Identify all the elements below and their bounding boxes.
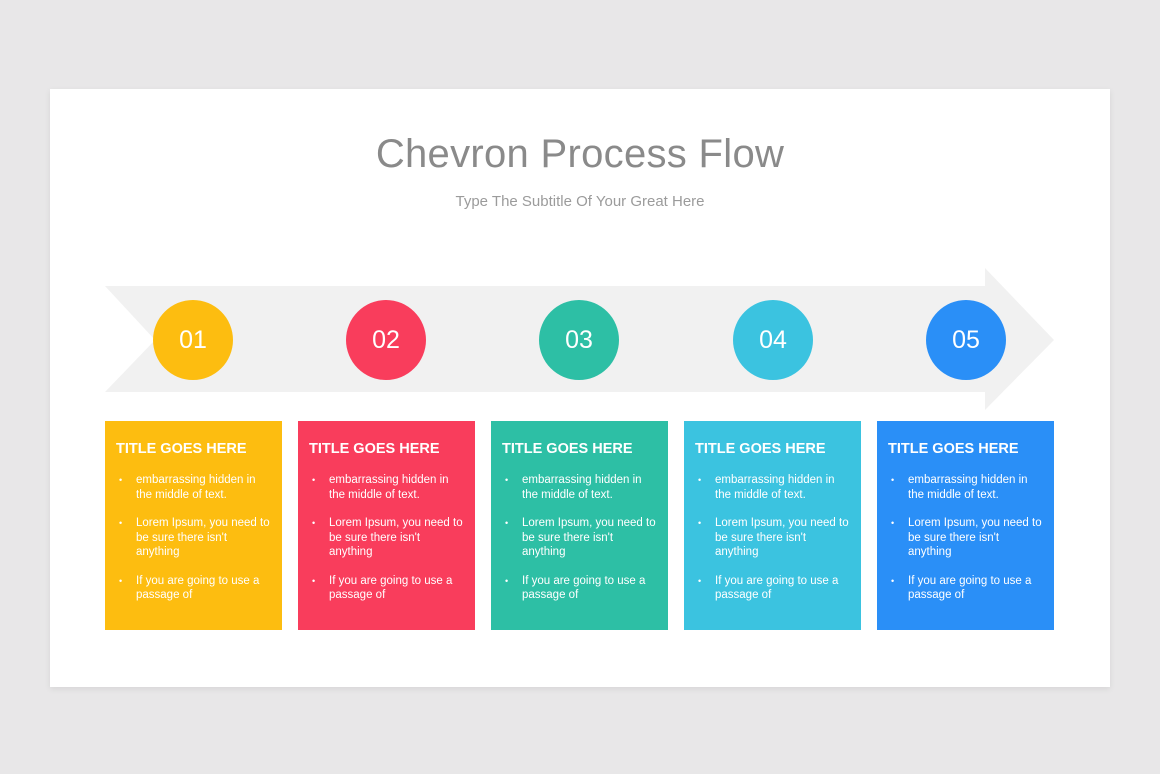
step-4-bullet-list: • embarrassing hidden in the middle of te… (695, 473, 851, 603)
step-5-title: TITLE GOES HERE (888, 441, 1019, 457)
bullet-text: If you are going to use a passage of (522, 574, 646, 602)
step-2-title: TITLE GOES HERE (309, 441, 440, 457)
list-item: • Lorem Ipsum, you need to be sure there … (888, 516, 1044, 560)
step-5-bullet-list: • embarrassing hidden in the middle of te… (888, 473, 1044, 603)
step-5-number: 05 (952, 326, 980, 354)
step-4-card: TITLE GOES HERE • embarrassing hidden in … (684, 421, 861, 630)
step-3-circle: 03 (539, 300, 619, 380)
list-item: • If you are going to use a passage of (309, 574, 465, 603)
step-1-number: 01 (179, 326, 207, 354)
bullet-text: embarrassing hidden in the middle of tex… (329, 474, 449, 501)
step-4-circle: 04 (733, 300, 813, 380)
list-item: • If you are going to use a passage of (888, 574, 1044, 603)
bullet-icon: • (698, 575, 702, 586)
bullet-icon: • (698, 475, 702, 485)
bullet-icon: • (505, 475, 509, 485)
list-item: • Lorem Ipsum, you need to be sure there … (695, 516, 851, 560)
step-4-title: TITLE GOES HERE (695, 441, 826, 457)
step-3-number: 03 (565, 326, 593, 354)
bullet-text: embarrassing hidden in the middle of tex… (715, 474, 835, 501)
list-item: • Lorem Ipsum, you need to be sure there … (502, 516, 658, 560)
slide: Chevron Process Flow Type The Subtitle O… (50, 89, 1110, 687)
step-2-bullet-list: • embarrassing hidden in the middle of te… (309, 473, 465, 603)
bullet-text: If you are going to use a passage of (329, 574, 453, 602)
bullet-text: embarrassing hidden in the middle of tex… (522, 474, 642, 501)
list-item: • embarrassing hidden in the middle of te… (695, 473, 851, 502)
step-2-number: 02 (372, 326, 400, 354)
bullet-text: If you are going to use a passage of (136, 574, 260, 602)
bullet-text: If you are going to use a passage of (908, 574, 1032, 602)
bullet-text: embarrassing hidden in the middle of tex… (908, 474, 1028, 501)
step-4-number: 04 (759, 326, 787, 354)
step-1-circle: 01 (153, 300, 233, 380)
step-2-circle: 02 (346, 300, 426, 380)
step-5-card: TITLE GOES HERE • embarrassing hidden in … (877, 421, 1054, 630)
list-item: • If you are going to use a passage of (116, 574, 272, 603)
step-1-card: TITLE GOES HERE • embarrassing hidden in … (105, 421, 282, 630)
bullet-icon: • (891, 518, 895, 528)
bullet-icon: • (119, 575, 123, 586)
list-item: • If you are going to use a passage of (695, 574, 851, 603)
step-1-title: TITLE GOES HERE (116, 441, 247, 457)
bullet-icon: • (119, 518, 123, 528)
bullet-text: Lorem Ipsum, you need to be sure there i… (715, 517, 849, 558)
step-3-bullet-list: • embarrassing hidden in the middle of te… (502, 473, 658, 603)
list-item: • If you are going to use a passage of (502, 574, 658, 603)
step-3-card: TITLE GOES HERE • embarrassing hidden in … (491, 421, 668, 630)
bullet-icon: • (119, 475, 123, 485)
list-item: • embarrassing hidden in the middle of te… (502, 473, 658, 502)
bullet-icon: • (505, 575, 509, 586)
bullet-text: If you are going to use a passage of (715, 574, 839, 602)
bullet-icon: • (312, 475, 316, 485)
bullet-text: Lorem Ipsum, you need to be sure there i… (136, 517, 270, 558)
step-3-title: TITLE GOES HERE (502, 441, 633, 457)
page-title: Chevron Process Flow (375, 132, 785, 176)
bullet-text: Lorem Ipsum, you need to be sure there i… (522, 517, 656, 558)
bullet-icon: • (312, 575, 316, 586)
step-1-bullet-list: • embarrassing hidden in the middle of te… (116, 473, 272, 603)
list-item: • Lorem Ipsum, you need to be sure there … (116, 516, 272, 560)
step-5-circle: 05 (926, 300, 1006, 380)
page-subtitle: Type The Subtitle Of Your Great Here (455, 193, 705, 210)
list-item: • Lorem Ipsum, you need to be sure there … (309, 516, 465, 560)
list-item: • embarrassing hidden in the middle of te… (309, 473, 465, 502)
bullet-text: Lorem Ipsum, you need to be sure there i… (908, 517, 1042, 558)
bullet-text: Lorem Ipsum, you need to be sure there i… (329, 517, 463, 558)
bullet-icon: • (891, 575, 895, 586)
list-item: • embarrassing hidden in the middle of te… (888, 473, 1044, 502)
bullet-icon: • (891, 475, 895, 485)
step-2-card: TITLE GOES HERE • embarrassing hidden in … (298, 421, 475, 630)
bullet-icon: • (312, 518, 316, 528)
list-item: • embarrassing hidden in the middle of te… (116, 473, 272, 502)
bullet-icon: • (698, 518, 702, 528)
bullet-icon: • (505, 518, 509, 528)
bullet-text: embarrassing hidden in the middle of tex… (136, 474, 256, 501)
